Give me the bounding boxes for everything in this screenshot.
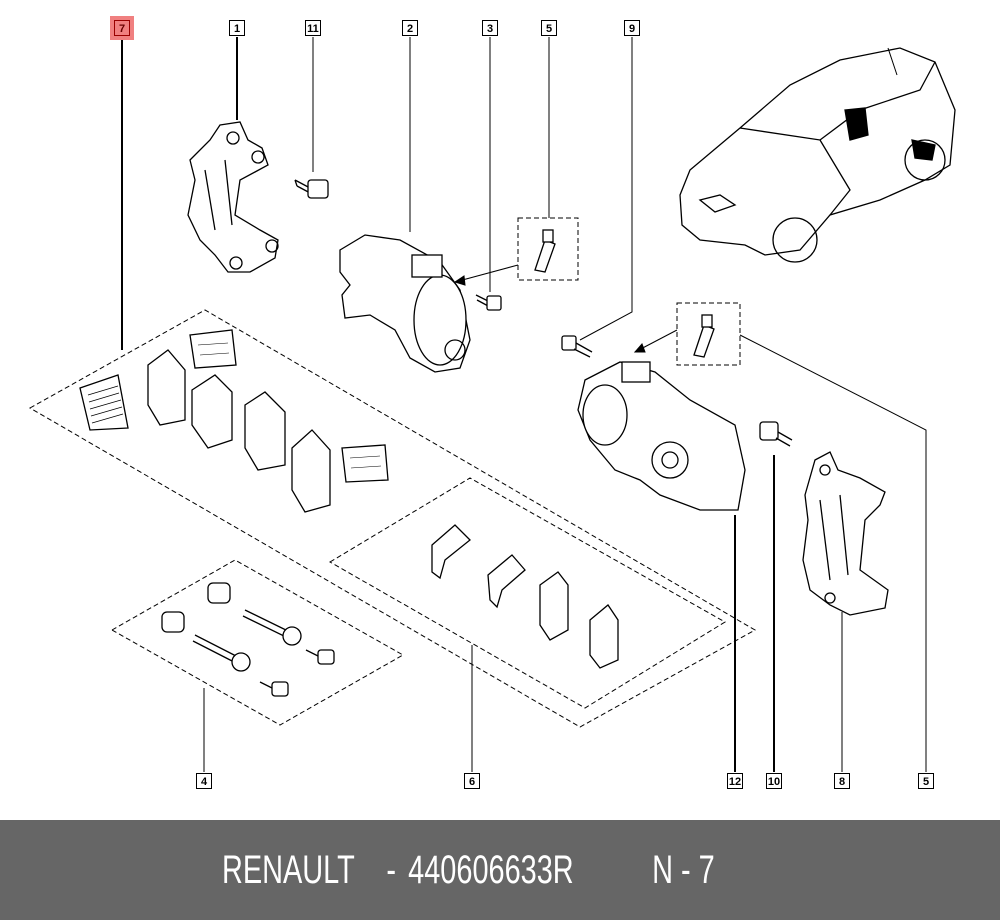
instruction-leaflet bbox=[79, 374, 129, 431]
part-number: 440606633R bbox=[408, 847, 574, 892]
brake-pad-set bbox=[79, 329, 389, 513]
callout-11[interactable]: 11 bbox=[305, 20, 321, 36]
bolt-11 bbox=[294, 179, 329, 199]
callout-1[interactable]: 1 bbox=[229, 20, 245, 36]
callout-8[interactable]: 8 bbox=[834, 773, 850, 789]
shim-foil bbox=[189, 329, 237, 369]
position-label: N - 7 bbox=[652, 847, 716, 892]
callout-3[interactable]: 3 bbox=[482, 20, 498, 36]
brake-caliper-left bbox=[339, 234, 471, 373]
caliper-bracket-right bbox=[802, 451, 889, 616]
callout-5-top[interactable]: 5 bbox=[541, 20, 557, 36]
bleed-screw-kit-right bbox=[693, 314, 715, 358]
callout-12[interactable]: 12 bbox=[727, 773, 743, 789]
callout-10[interactable]: 10 bbox=[766, 773, 782, 789]
callout-4[interactable]: 4 bbox=[196, 773, 212, 789]
dashed-group-outlines bbox=[28, 217, 757, 728]
exploded-parts-diagram bbox=[28, 37, 956, 772]
brake-caliper-right bbox=[577, 361, 746, 511]
callout-7-highlighted[interactable]: 7 bbox=[110, 16, 134, 40]
pad-accessory-kit bbox=[431, 524, 619, 669]
brand-name: RENAULT bbox=[222, 847, 355, 892]
part-info-footer: RENAULT - 440606633R N - 7 bbox=[0, 820, 1000, 920]
separator: - bbox=[378, 847, 404, 892]
bleed-screw-kit-left bbox=[534, 229, 556, 273]
leader-lines bbox=[121, 37, 927, 772]
callout-6[interactable]: 6 bbox=[464, 773, 480, 789]
bolt-3 bbox=[475, 294, 502, 311]
callout-9[interactable]: 9 bbox=[624, 20, 640, 36]
callout-2[interactable]: 2 bbox=[402, 20, 418, 36]
shim-foil bbox=[341, 444, 389, 483]
assembly-arrows bbox=[453, 264, 678, 353]
caliper-bracket-left bbox=[187, 121, 279, 273]
bolt-9 bbox=[561, 335, 593, 358]
bolt-10 bbox=[759, 421, 793, 447]
callout-5-bottom[interactable]: 5 bbox=[918, 773, 934, 789]
guide-pin-kit bbox=[161, 582, 335, 697]
vehicle-location-illustration bbox=[679, 47, 956, 263]
